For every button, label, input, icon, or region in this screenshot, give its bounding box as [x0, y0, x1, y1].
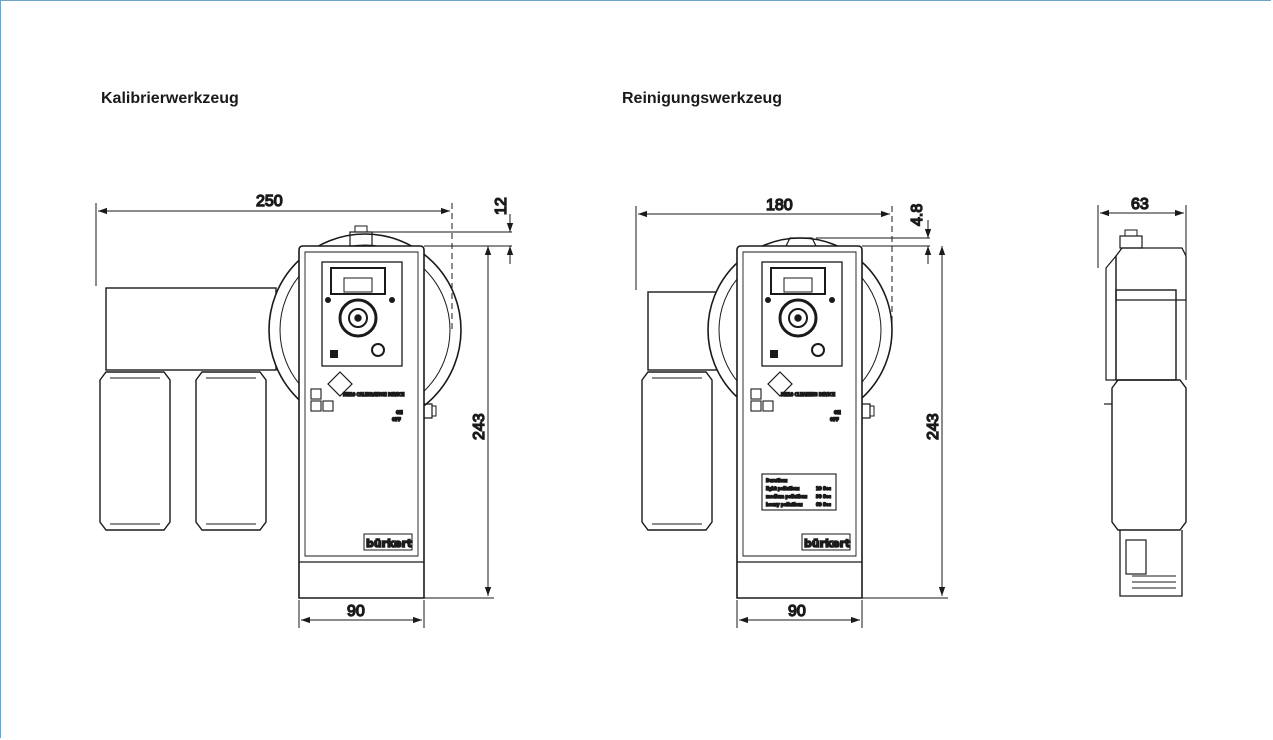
duration-row-value: 10 Sec	[816, 486, 832, 491]
heading-calibration-tool: Kalibrierwerkzeug	[101, 90, 239, 107]
clean-keypad	[750, 388, 762, 400]
clean-top-nub	[785, 237, 817, 247]
clean-device-name: ME10 CLEANING DEVICE	[781, 392, 835, 397]
clean-sensor-window	[761, 261, 843, 367]
clean-base-dimension: 90	[788, 603, 806, 620]
cal-on-label: ON	[396, 410, 403, 415]
side-dimensions	[1097, 205, 1187, 268]
side-depth-dimension: 63	[1131, 196, 1149, 213]
duration-row-label: light pollution:	[766, 486, 800, 491]
cal-brand-logo: bürkert	[366, 537, 412, 550]
cal-sensor-window	[321, 261, 403, 367]
clean-off-label: OFF	[830, 417, 839, 422]
side-view	[1104, 229, 1187, 597]
clean-dimensions	[635, 206, 948, 628]
cal-dimensions	[95, 203, 514, 628]
clean-brand-logo: bürkert	[804, 537, 850, 550]
calibration-device-front	[99, 225, 462, 599]
cal-arm-block	[105, 287, 277, 371]
cal-device-body	[298, 245, 425, 599]
duration-table	[761, 473, 837, 511]
clean-top-offset-dimension: 4.8	[909, 204, 926, 226]
cal-cylinder-left	[99, 371, 171, 531]
clean-cylinder	[641, 371, 713, 531]
clean-height-dimension: 243	[925, 413, 942, 440]
cal-device-name: ME10 CALIBRATION DEVICE	[343, 392, 405, 397]
clean-on-label: ON	[834, 410, 841, 415]
duration-row-label: heavy pollution:	[766, 502, 803, 507]
cleaning-device-front	[641, 237, 893, 599]
cal-cylinder-right	[195, 371, 267, 531]
cal-keypad	[310, 388, 322, 400]
duration-title: Duration:	[766, 478, 788, 483]
cal-width-dimension: 250	[256, 193, 283, 210]
duration-row-value: 60 Sec	[816, 502, 832, 507]
duration-row-label: medium pollution:	[766, 494, 808, 499]
cal-height-dimension: 243	[471, 413, 488, 440]
cal-off-label: OFF	[392, 417, 401, 422]
duration-row-value: 30 Sec	[816, 494, 832, 499]
cal-top-offset-dimension: 12	[493, 197, 510, 215]
clean-width-dimension: 180	[766, 197, 793, 214]
heading-cleaning-tool: Reinigungswerkzeug	[622, 90, 783, 107]
cal-base-dimension: 90	[347, 603, 365, 620]
